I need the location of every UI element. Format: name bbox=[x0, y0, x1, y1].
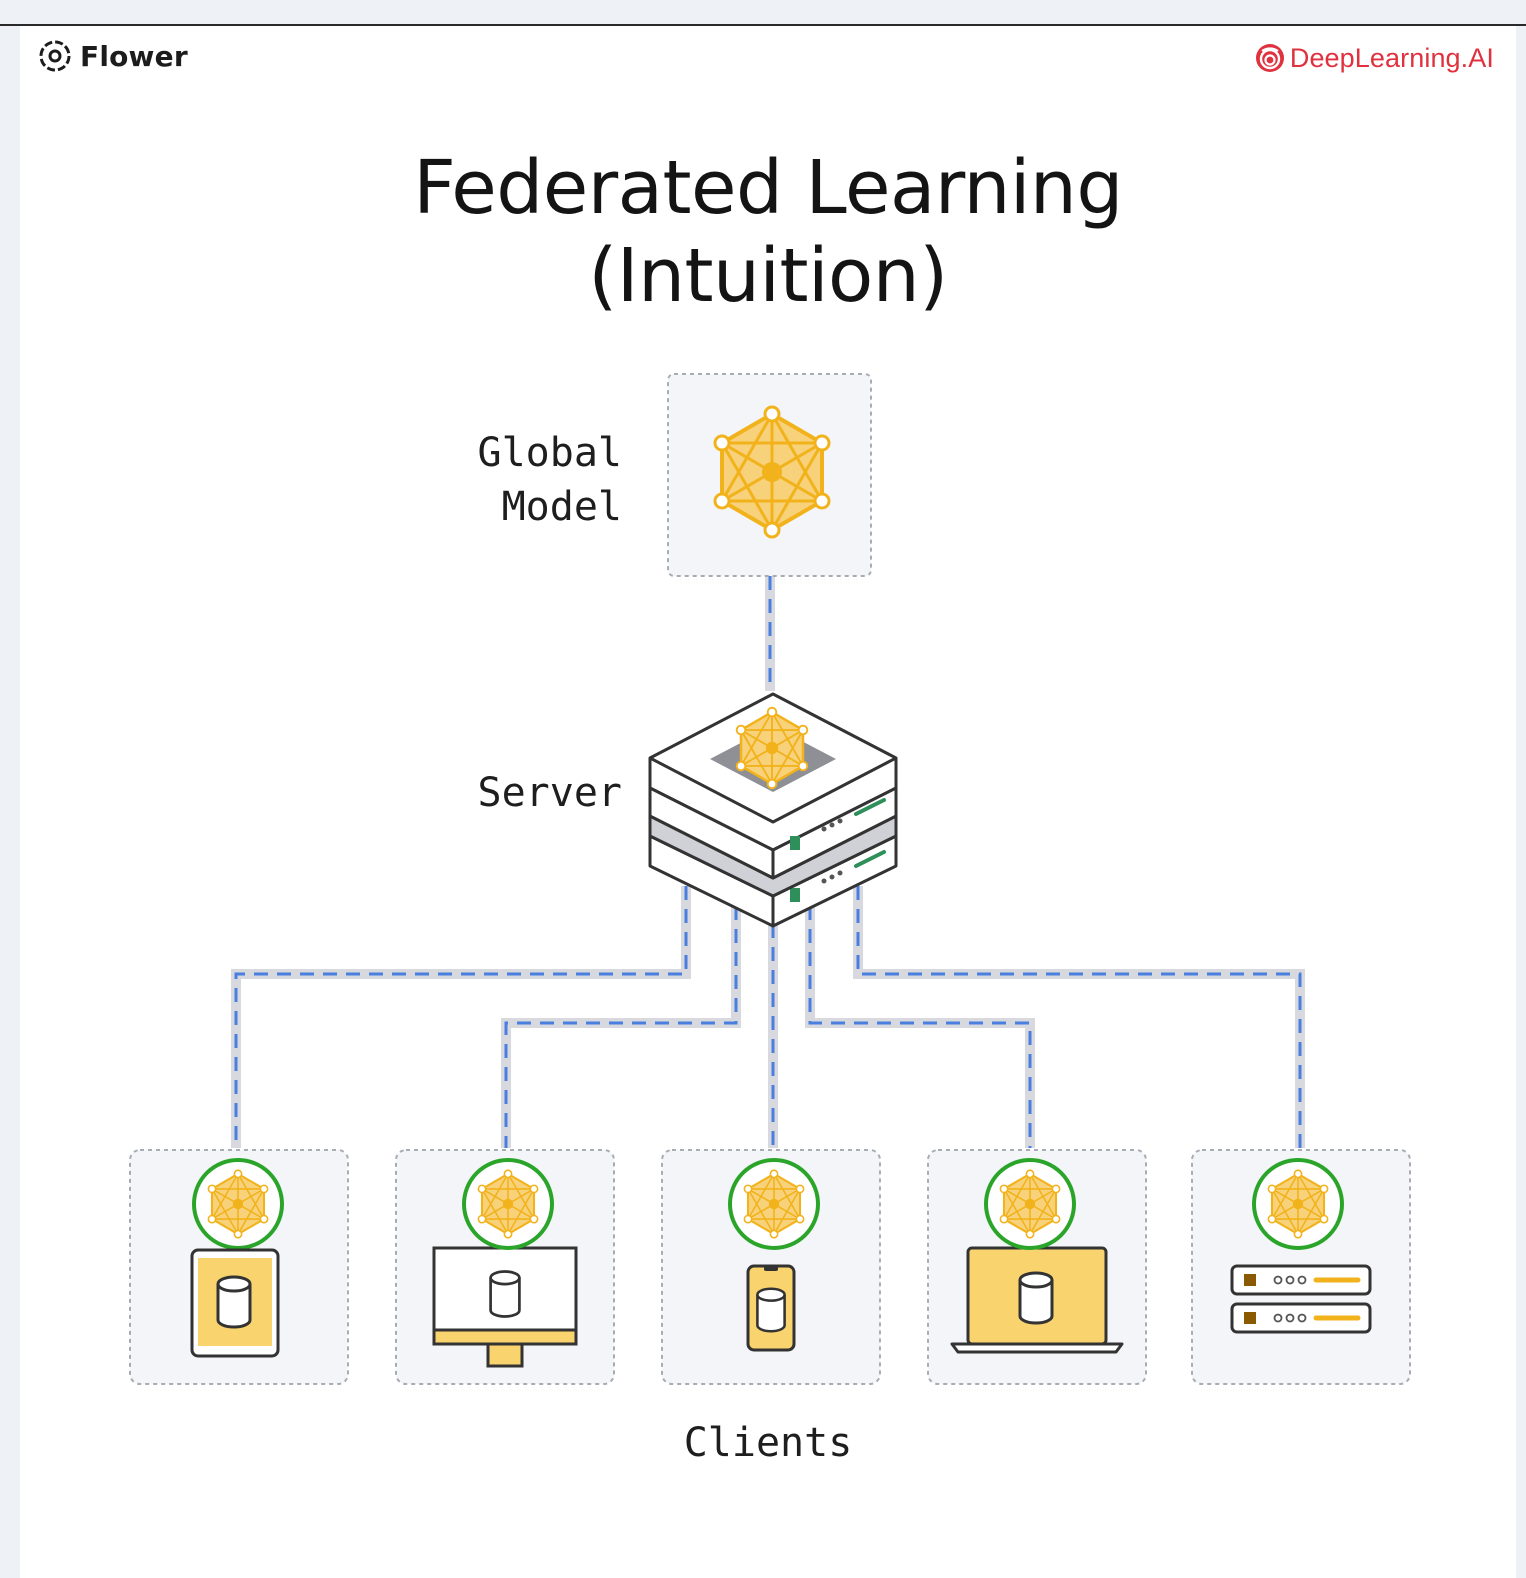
client-1 bbox=[129, 1149, 349, 1385]
deeplearning-ai-brand-name: DeepLearning.AI bbox=[1289, 42, 1494, 73]
connector-client-4 bbox=[808, 906, 1032, 1148]
connector-client-4-track bbox=[805, 906, 1035, 1148]
flower-logo-icon bbox=[39, 40, 71, 72]
tablet-icon bbox=[190, 1248, 280, 1358]
global-model-label-line2: Model bbox=[501, 484, 622, 530]
connector-client-5 bbox=[856, 886, 1302, 1148]
desktop-monitor-icon bbox=[432, 1246, 578, 1368]
window-top-border bbox=[0, 24, 1526, 26]
connector-client-1-track bbox=[231, 886, 691, 1148]
client-2 bbox=[395, 1149, 615, 1385]
server-rack-icon bbox=[1230, 1264, 1372, 1334]
client-3 bbox=[661, 1149, 881, 1385]
flower-brand-name: Flower bbox=[80, 39, 188, 73]
client-5 bbox=[1191, 1149, 1411, 1385]
deeplearning-ai-logo-icon bbox=[1255, 44, 1284, 72]
federated-learning-diagram bbox=[129, 373, 1411, 1385]
connector-lines bbox=[231, 576, 1305, 1148]
global-model-label-line1: Global bbox=[477, 430, 623, 476]
clients-label: Clients bbox=[683, 1420, 853, 1466]
slide: Flower DeepLearning.AI Federated Learnin… bbox=[20, 26, 1516, 1578]
flower-brand: Flower bbox=[38, 36, 188, 76]
global-model-node bbox=[667, 373, 872, 577]
connector-client-2 bbox=[504, 906, 738, 1148]
client-4 bbox=[927, 1149, 1147, 1385]
global-model-label: Global Model bbox=[400, 426, 623, 534]
deeplearning-ai-brand: DeepLearning.AI bbox=[1254, 40, 1494, 76]
laptop-icon bbox=[950, 1246, 1124, 1354]
connector-client-1 bbox=[234, 886, 688, 1148]
connector-client-2-track bbox=[501, 906, 741, 1148]
server-label: Server bbox=[477, 770, 623, 816]
connector-client-5-track bbox=[853, 886, 1305, 1148]
smartphone-icon bbox=[746, 1264, 796, 1352]
slide-subtitle: (Intuition) bbox=[588, 233, 948, 319]
slide-title: Federated Learning bbox=[413, 145, 1123, 231]
server-stack-icon bbox=[648, 692, 898, 928]
